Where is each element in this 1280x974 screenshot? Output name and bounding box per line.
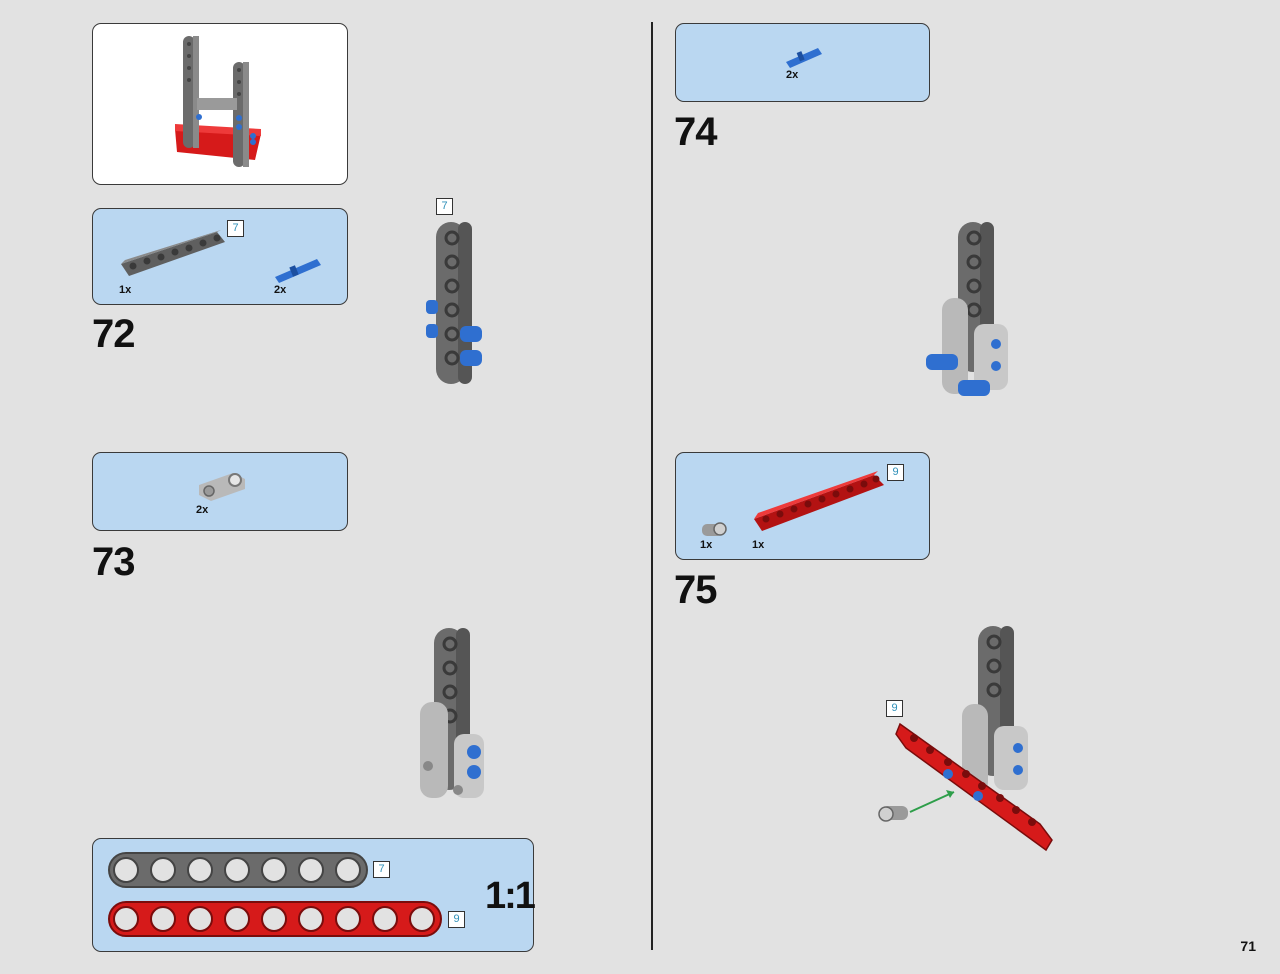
step-75-model-icon: [878, 626, 1053, 852]
scale-reference-panel: 7 9 1:1: [92, 838, 536, 952]
step-72-model-icon: [426, 222, 482, 384]
blue-pin-icon: [786, 48, 822, 68]
step-74-model-icon: [926, 222, 1008, 396]
callout-length-badge: 7: [436, 198, 453, 215]
part-quantity: 2x: [196, 504, 209, 516]
step-74-parts-panel: 2x: [675, 23, 930, 102]
red-beam-9-icon: [754, 471, 884, 531]
scale-length-badge-9: 9: [448, 911, 465, 928]
light-gray-bushing-icon: [702, 522, 727, 536]
gray-beam-7-scale-icon: [108, 852, 368, 888]
step-number-75: 75: [674, 568, 717, 612]
part-quantity: 1x: [700, 539, 713, 551]
part-length-badge: 9: [887, 464, 904, 481]
callout-length-badge: 9: [886, 700, 903, 717]
step-73-parts-panel: 2x: [92, 452, 348, 531]
step-number-72: 72: [92, 312, 135, 356]
step-number-74: 74: [674, 110, 717, 154]
red-beam-9-scale-icon: [108, 901, 442, 937]
step-number-73: 73: [92, 540, 135, 584]
blue-pin-icon: [275, 259, 321, 283]
step-75-parts-panel: 1x 9 1x: [675, 452, 930, 560]
scale-length-badge-7: 7: [373, 861, 390, 878]
page-number: 71: [1240, 938, 1256, 954]
light-gray-connector-icon: [199, 473, 245, 501]
scale-label: 1:1: [485, 875, 536, 917]
subassembly-preview-panel: [92, 23, 348, 185]
part-length-badge: 7: [227, 220, 244, 237]
subassembly-model-icon: [175, 36, 261, 167]
gray-beam-7-icon: [121, 230, 225, 276]
part-quantity: 2x: [786, 69, 799, 81]
part-quantity: 1x: [752, 539, 765, 551]
step-73-model-icon: [420, 628, 484, 798]
page-divider: [651, 22, 653, 950]
part-quantity: 2x: [274, 284, 287, 296]
step-72-parts-panel: 7 1x 2x: [92, 208, 348, 305]
part-quantity: 1x: [119, 284, 132, 296]
